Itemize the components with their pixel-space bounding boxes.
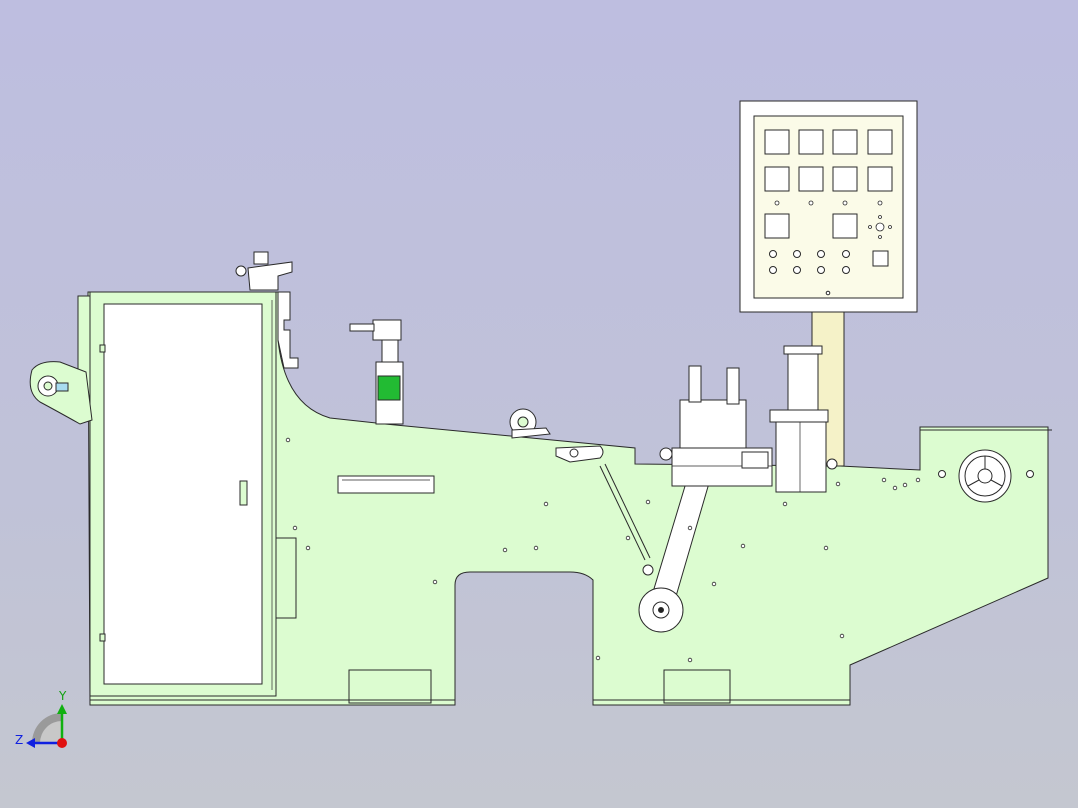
- handwheel-spoke-2: [967, 479, 980, 487]
- push-buttons-row-1[interactable]: [769, 250, 850, 258]
- top-clamp-bracket[interactable]: [247, 261, 293, 291]
- push-button[interactable]: [769, 250, 777, 258]
- cabinet-door[interactable]: [103, 303, 263, 685]
- handwheel-bolt-right: [1026, 470, 1034, 478]
- frame-fastener-holes: [285, 437, 921, 663]
- tension-link-plate[interactable]: [555, 445, 604, 463]
- press-cylinder-cap: [783, 345, 823, 355]
- large-display-left[interactable]: [764, 213, 790, 239]
- frame-foot-cutout-right: [663, 669, 731, 704]
- push-button[interactable]: [817, 266, 825, 274]
- press-body: [775, 421, 827, 493]
- display-window[interactable]: [798, 166, 824, 192]
- tension-rod-2: [604, 463, 651, 559]
- cutter-roller[interactable]: [659, 447, 673, 461]
- display-window[interactable]: [764, 129, 790, 155]
- push-button[interactable]: [793, 250, 801, 258]
- handwheel-bolt-left: [938, 470, 946, 478]
- display-window[interactable]: [764, 166, 790, 192]
- unwind-hub-center: [43, 381, 53, 391]
- selector-switch[interactable]: [868, 215, 892, 239]
- door-handle[interactable]: [239, 480, 248, 506]
- panel-screw-bottom: [825, 290, 831, 296]
- guide-roller-mid-bracket: [511, 427, 551, 439]
- coordinate-triad: Y Z: [15, 689, 67, 748]
- push-button[interactable]: [769, 266, 777, 274]
- tension-rod: [599, 465, 646, 561]
- push-button[interactable]: [817, 250, 825, 258]
- press-cylinder[interactable]: [787, 347, 819, 411]
- tension-link-pivot: [569, 448, 579, 458]
- triad-y-label: Y: [58, 689, 67, 703]
- main-side-frame[interactable]: [87, 291, 1049, 706]
- drive-wheel-center: [658, 607, 664, 613]
- display-window[interactable]: [832, 166, 858, 192]
- guide-roller-mid-hub: [517, 416, 529, 428]
- display-row-1: [764, 129, 893, 155]
- right-edge-guide: [277, 291, 299, 369]
- display-window[interactable]: [867, 129, 893, 155]
- front-slot: [337, 475, 435, 494]
- feeder-valve[interactable]: [372, 319, 402, 341]
- top-clamp-knob[interactable]: [235, 265, 247, 277]
- triad-sphere-shade: [40, 721, 62, 743]
- cylinder-left[interactable]: [688, 365, 702, 403]
- push-button[interactable]: [793, 266, 801, 274]
- door-hinge-bottom: [99, 633, 106, 642]
- handwheel-hub: [977, 468, 993, 484]
- triad-y-arrow: [57, 704, 67, 714]
- large-display-right[interactable]: [832, 213, 858, 239]
- cutter-head-frame: [679, 399, 747, 449]
- display-row-2: [764, 166, 893, 192]
- display-window[interactable]: [798, 129, 824, 155]
- push-button[interactable]: [842, 266, 850, 274]
- control-panel[interactable]: [739, 100, 918, 313]
- feeder-level-indicator: [377, 375, 401, 401]
- push-buttons-row-2[interactable]: [769, 266, 850, 274]
- emergency-stop-box[interactable]: [872, 250, 889, 267]
- tension-rod-end: [642, 564, 654, 576]
- triad-z-arrow: [26, 738, 35, 748]
- cylinder-right[interactable]: [726, 367, 740, 405]
- triad-x-axis: [57, 738, 67, 748]
- display-window[interactable]: [832, 129, 858, 155]
- cutter-guide-block: [741, 451, 769, 469]
- push-button[interactable]: [842, 250, 850, 258]
- press-gear[interactable]: [826, 458, 838, 470]
- unwind-sensor: [55, 382, 69, 392]
- triad-z-label: Z: [15, 733, 23, 747]
- press-mount: [769, 409, 829, 423]
- feeder-neck: [381, 339, 399, 363]
- feeder-valve-stem: [349, 323, 375, 332]
- handwheel-spoke-3: [990, 479, 1003, 487]
- top-clamp-block: [253, 251, 269, 265]
- side-latch-plate: [275, 537, 297, 619]
- unwind-arm[interactable]: [29, 361, 93, 425]
- indicator-lamps: [774, 200, 883, 206]
- frame-foot-cutout-left: [348, 669, 432, 704]
- display-window[interactable]: [867, 166, 893, 192]
- door-hinge-top: [99, 344, 106, 353]
